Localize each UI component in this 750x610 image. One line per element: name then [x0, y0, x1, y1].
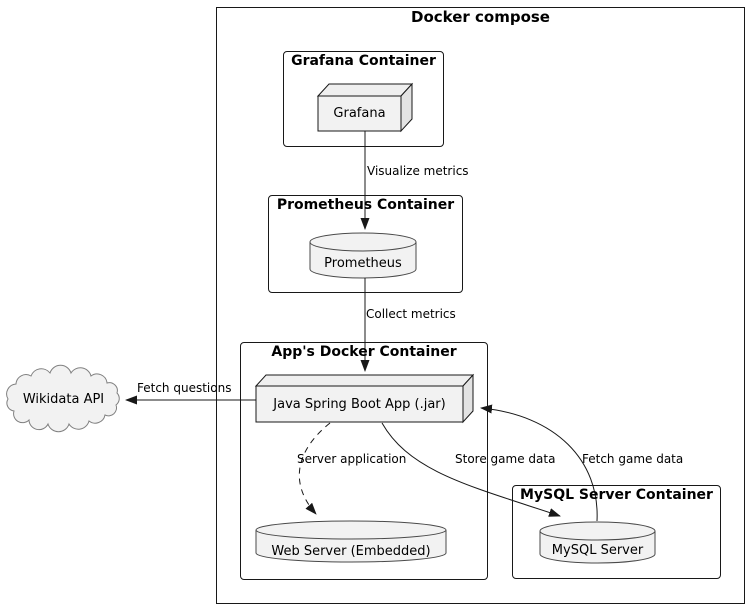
- mysql-database-label: MySQL Server: [551, 543, 644, 558]
- edge-label-visualize-metrics: Visualize metrics: [367, 164, 469, 178]
- grafana-container-box: [283, 51, 444, 147]
- prometheus-container-box: [268, 195, 463, 293]
- java-app-node-label: Java Spring Boot App (.jar): [273, 397, 446, 412]
- docker-compose-title: Docker compose: [411, 8, 550, 26]
- edge-label-server-application: Server application: [297, 452, 407, 466]
- docker-compose-frame: [216, 7, 745, 604]
- edge-label-fetch-questions: Fetch questions: [137, 381, 232, 395]
- edge-label-collect-metrics: Collect metrics: [366, 307, 456, 321]
- web-server-database-label: Web Server (Embedded): [271, 544, 431, 559]
- grafana-node-label: Grafana: [333, 106, 386, 121]
- grafana-container-title: Grafana Container: [291, 53, 436, 69]
- edge-label-store-game-data: Store game data: [455, 452, 556, 466]
- prometheus-container-title: Prometheus Container: [276, 197, 455, 213]
- edge-label-fetch-game-data: Fetch game data: [582, 452, 684, 466]
- prometheus-database-label: Prometheus: [324, 256, 402, 271]
- wikidata-cloud-label: Wikidata API: [22, 392, 105, 407]
- mysql-server-container-box: [512, 485, 721, 579]
- apps-docker-container-title: App's Docker Container: [271, 344, 457, 360]
- mysql-server-container-title: MySQL Server Container: [520, 487, 713, 503]
